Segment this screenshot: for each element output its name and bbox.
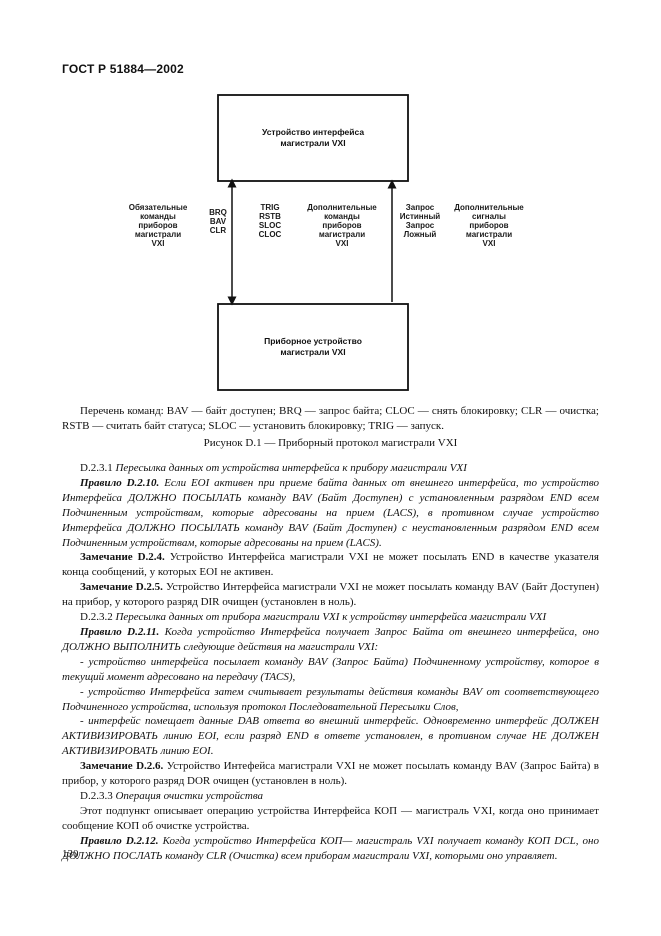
right-commands: Запрос Истинный Запрос Ложный — [399, 203, 441, 239]
paragraph: Правило D.2.10. Если EOI активен при при… — [62, 476, 599, 549]
left-description: Обязательные команды приборов магистрали… — [128, 203, 188, 248]
paragraph: - устройство интерфейса посылает команду… — [62, 655, 599, 683]
bottom-box — [217, 303, 409, 391]
left-commands: BRQ BAV CLR — [209, 208, 227, 235]
paragraph: - интерфейс помещает данные DAB ответа в… — [62, 715, 599, 758]
bottom-box-label: Приборное устройство магистрали VXI — [264, 336, 362, 357]
protocol-diagram — [217, 94, 409, 391]
paragraph: Этот подпункт описывает операцию устройс… — [62, 804, 599, 832]
top-box — [217, 94, 409, 182]
middle-commands: TRIG RSTB SLOC CLOC — [258, 203, 282, 239]
paragraph: D.2.3.1 Пересылка данных от устройства и… — [80, 462, 467, 474]
document-header: ГОСТ Р 51884—2002 — [62, 62, 184, 76]
paragraph: - устройство Интерфейса затем считывает … — [62, 685, 599, 713]
paragraph: Правило D.2.12. Когда устройство Интерфе… — [62, 834, 599, 862]
paragraph: D.2.3.3 Операция очистки устройства — [80, 789, 264, 802]
top-box-label: Устройство интерфейса магистрали VXI — [261, 127, 365, 148]
body-text: D.2.3.1 Пересылка данных от устройства и… — [62, 461, 599, 863]
paragraph: Замечание D.2.6. Устройство Интефейса ма… — [62, 760, 599, 788]
page-number: 130 — [62, 848, 79, 860]
paragraph: Замечание D.2.4. Устройство Интерфейса м… — [62, 551, 599, 579]
command-list-caption: Перечень команд: BAV — байт доступен; BR… — [62, 405, 599, 432]
middle-description: Дополнительные команды приборов магистра… — [307, 203, 377, 248]
figure-caption: Рисунок D.1 — Приборный протокол магистр… — [203, 437, 458, 449]
right-description: Дополнительные сигналы приборов магистра… — [454, 203, 524, 248]
paragraph: Замечание D.2.5. Устройство Интерфейса м… — [62, 581, 599, 609]
paragraph: Правило D.2.11. Когда устройство Интерфе… — [62, 625, 600, 653]
paragraph: D.2.3.2 Пересылка данных от прибора маги… — [80, 611, 547, 624]
